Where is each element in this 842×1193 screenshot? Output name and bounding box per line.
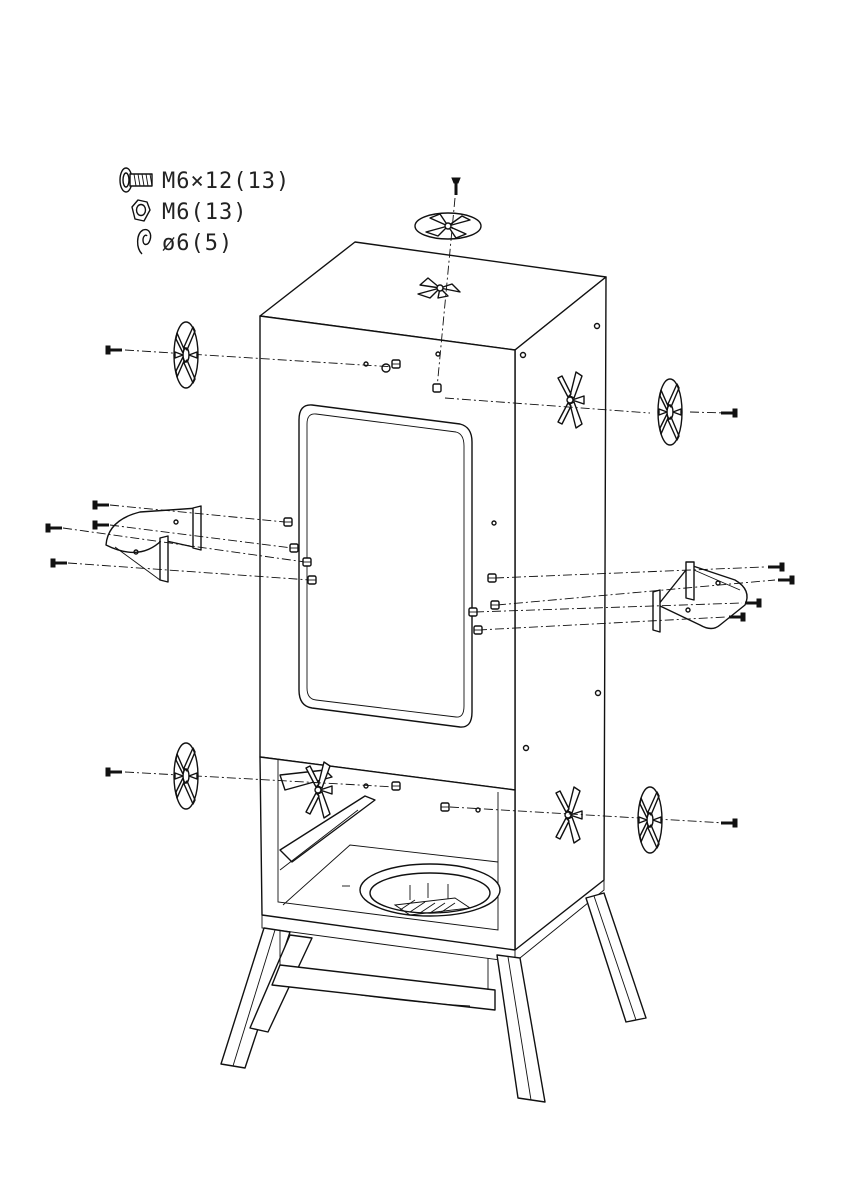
charcoal-bowl	[360, 864, 500, 916]
hardware-legend: M6×12(13) M6(13) ø6(5)	[120, 168, 290, 256]
nut-spec-label: M6(13)	[162, 200, 247, 225]
washer-spec-label: ø6(5)	[162, 231, 233, 256]
bolt-spec-label: M6×12(13)	[162, 169, 290, 194]
ash-tray	[272, 965, 495, 1010]
washer-icon	[138, 230, 151, 254]
handle-upper-right	[658, 379, 737, 445]
nut-icon	[132, 200, 150, 221]
smoker-cabinet	[260, 242, 606, 962]
bolt-icon	[120, 168, 152, 192]
